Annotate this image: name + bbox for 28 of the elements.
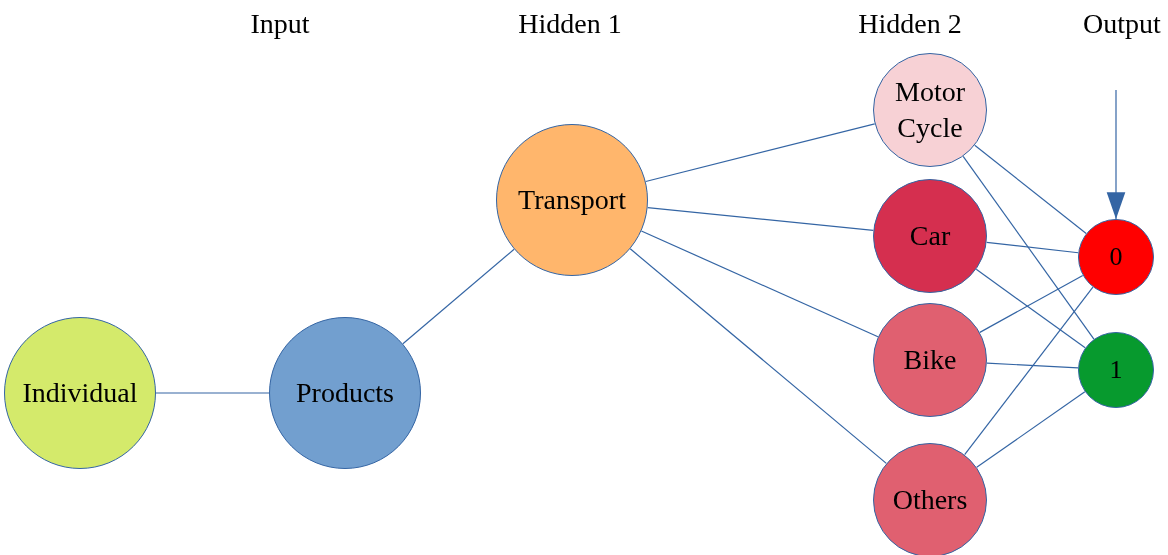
connector-line	[986, 362, 1079, 369]
connector-line	[155, 392, 270, 394]
connector-line	[986, 241, 1079, 254]
node-label: 0	[1109, 241, 1123, 274]
connector-line	[645, 123, 876, 183]
layer-label: Hidden 1	[518, 8, 622, 40]
node-label: Individual	[22, 375, 138, 410]
node-label: Others	[892, 482, 968, 517]
node-label: Bike	[903, 342, 957, 377]
connector-line	[629, 248, 887, 464]
arrow	[1106, 89, 1126, 220]
layer-label: Input	[250, 8, 310, 40]
node-label: Motor Cycle	[894, 74, 966, 145]
node-label: Products	[296, 375, 394, 410]
node-label: Car	[909, 218, 951, 253]
connector-line	[964, 286, 1094, 456]
connector-line	[979, 274, 1084, 333]
layer-label: Output	[1083, 8, 1161, 40]
connector-line	[974, 144, 1087, 235]
connector-line	[962, 155, 1095, 340]
connector-line	[640, 230, 879, 338]
connector-line	[976, 391, 1086, 468]
node-label: 1	[1109, 354, 1123, 387]
connector-line	[402, 248, 515, 345]
node-label: Transport	[518, 182, 626, 217]
connector-line	[647, 207, 874, 231]
layer-label: Hidden 2	[858, 8, 962, 40]
connector-line	[975, 268, 1086, 349]
